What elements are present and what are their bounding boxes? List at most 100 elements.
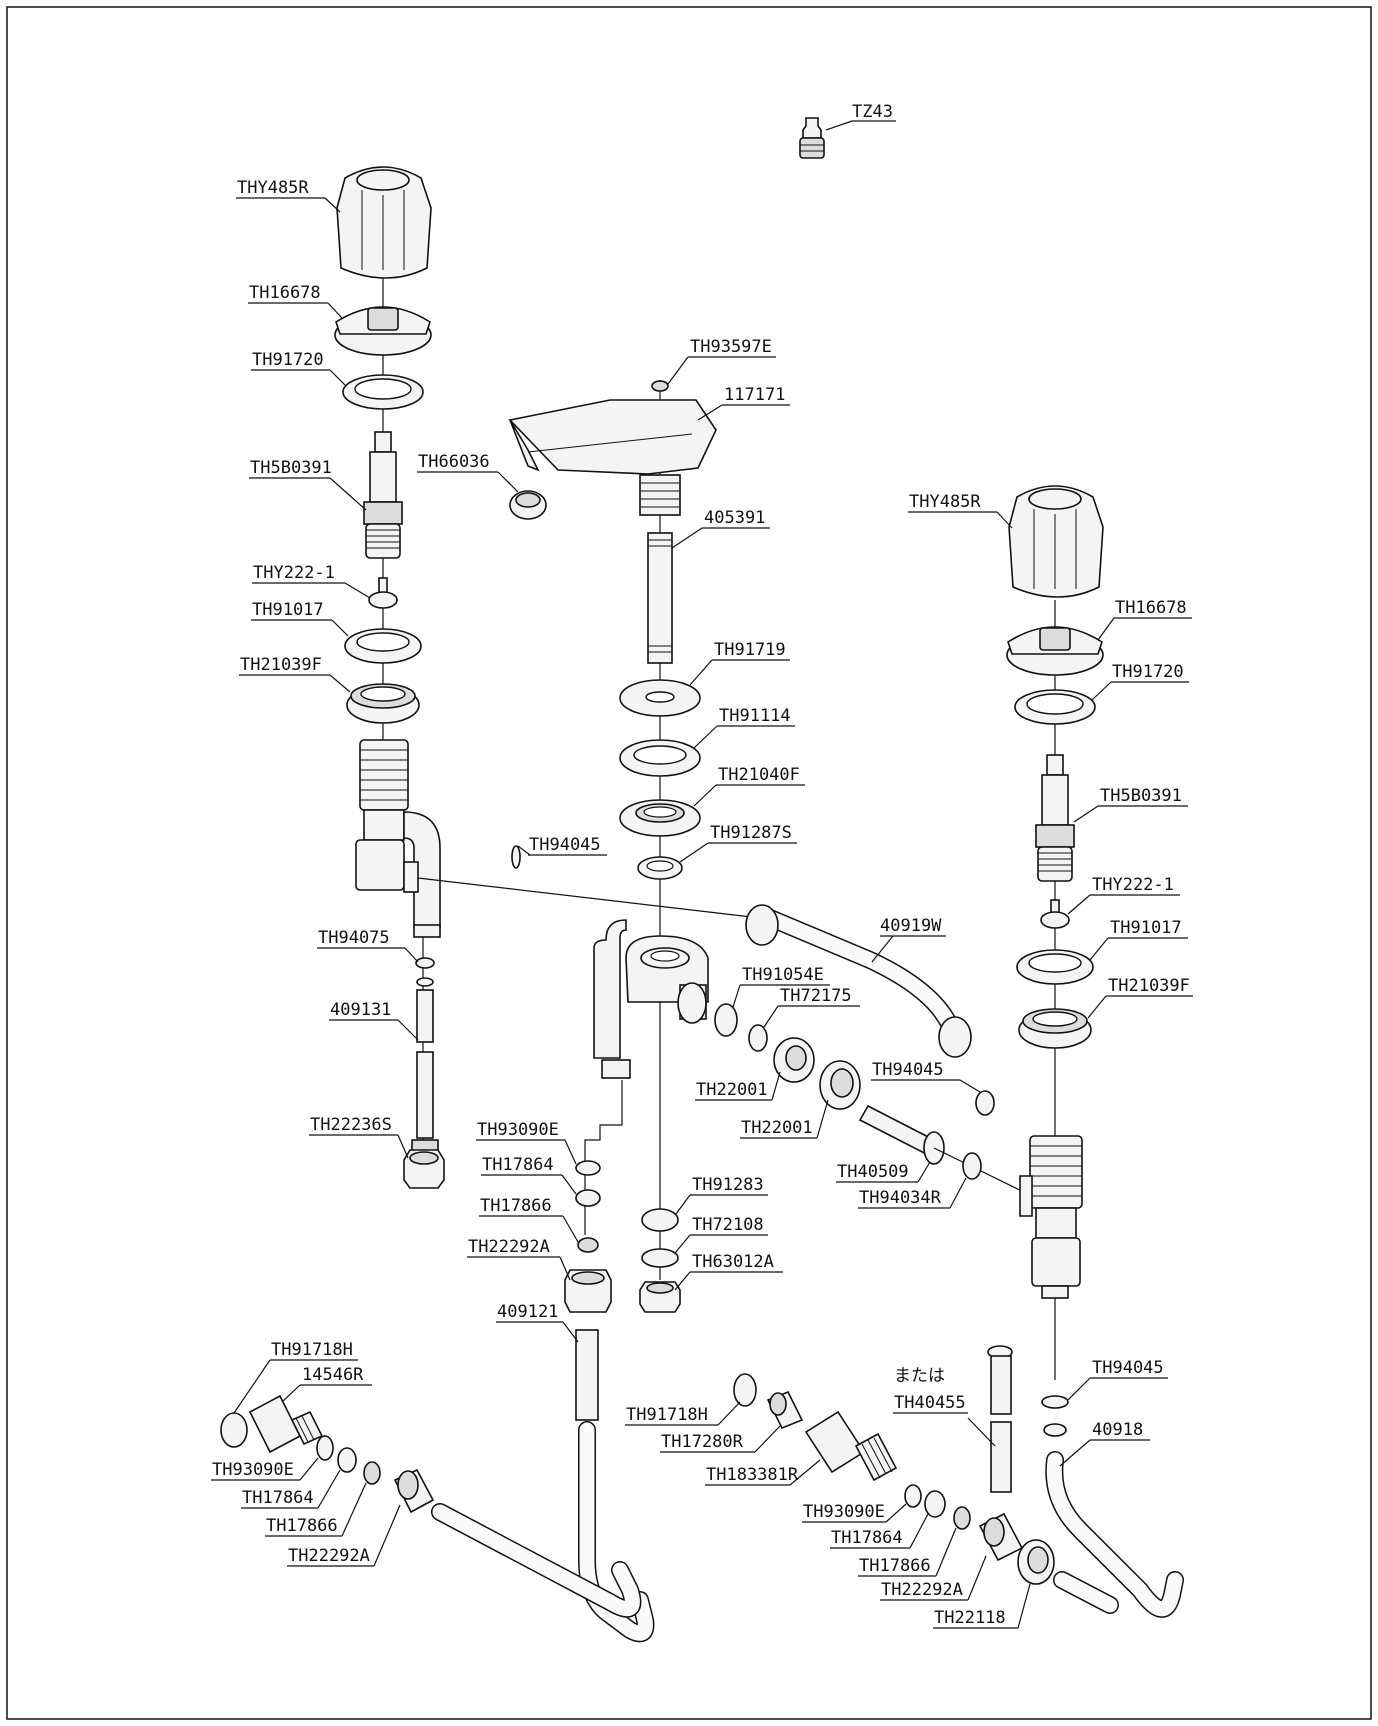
label-thy485r-right: THY485R: [909, 492, 981, 512]
label-thy222-1-left: THY222-1: [253, 563, 335, 583]
union-14546r: [248, 1394, 324, 1454]
ring-th17866-mid: [577, 1237, 599, 1253]
center-tee-body: [593, 919, 709, 1079]
label-th91720-right: TH91720: [1112, 662, 1184, 682]
label-th94045-b: TH94045: [872, 1060, 944, 1080]
cap-th93597e: [651, 380, 669, 392]
label-th22292a-mid: TH22292A: [468, 1237, 550, 1257]
pipe-405391: [647, 532, 673, 664]
oring-th94045-b: [975, 1090, 995, 1116]
ring-th91287s: [637, 856, 683, 880]
label-th94034r: TH94034R: [859, 1188, 942, 1208]
label-thy485r-left: THY485R: [237, 178, 309, 198]
bonnet-th16678-right: [1006, 626, 1104, 676]
bonnet-th16678-left: [334, 306, 432, 356]
label-th91719: TH91719: [714, 640, 786, 660]
label-th17864-left: TH17864: [242, 1488, 314, 1508]
label-th22292a-left: TH22292A: [288, 1546, 370, 1566]
label-th22001-a: TH22001: [696, 1080, 768, 1100]
nut-th22118: [1017, 1539, 1055, 1585]
label-th63012a: TH63012A: [692, 1252, 774, 1272]
label-th5b0391-right: TH5B0391: [1100, 786, 1182, 806]
label-th17866-left: TH17866: [266, 1516, 338, 1536]
label-th40509: TH40509: [837, 1162, 909, 1182]
washer-th72108: [641, 1248, 679, 1268]
ring-th91017-right: [1016, 949, 1094, 985]
pipe-409131: [411, 977, 439, 1153]
label-th22236s: TH22236S: [310, 1115, 392, 1135]
flange-nut-th21039f-right: [1018, 1008, 1092, 1049]
nut-th63012a: [639, 1281, 681, 1313]
label-th21040f: TH21040F: [718, 765, 800, 785]
nut-th22292a-left: [393, 1468, 435, 1514]
washer-th91718h-left: [220, 1412, 248, 1448]
ring-th91054e: [714, 1003, 738, 1037]
ring-th93090e-left: [316, 1435, 334, 1461]
label-th22292a-right: TH22292A: [881, 1580, 963, 1600]
label-th91017-right: TH91017: [1110, 918, 1182, 938]
oring-th94045-a: [511, 845, 521, 869]
label-th17866-mid: TH17866: [480, 1196, 552, 1216]
label-th93090e-right: TH93090E: [803, 1502, 885, 1522]
label-th17864-right: TH17864: [831, 1528, 903, 1548]
pipe-409121: [575, 1329, 655, 1643]
flange-th21040f: [619, 799, 701, 837]
handle-thy485r-right: [1008, 485, 1104, 598]
label-tz43: TZ43: [852, 102, 893, 122]
label-th91114: TH91114: [719, 706, 791, 726]
label-th91720-left: TH91720: [252, 350, 324, 370]
washer-th91719: [619, 679, 701, 717]
aerator-th66036: [509, 490, 547, 520]
label-thy222-1-right: THY222-1: [1092, 875, 1174, 895]
drawing-frame: [6, 6, 1372, 1720]
label-th72175: TH72175: [780, 986, 852, 1006]
label-th21039f-right: TH21039F: [1108, 976, 1190, 996]
label-th5b0391-left: TH5B0391: [250, 458, 332, 478]
ring-th17864-left: [337, 1447, 357, 1473]
ring-th17866-left: [363, 1461, 381, 1485]
label-th94075: TH94075: [318, 928, 390, 948]
ring-th91017-left: [344, 628, 422, 664]
ring-th17864-right: [924, 1490, 946, 1518]
oring-th72175: [748, 1024, 768, 1052]
tube-40918: [1043, 1423, 1184, 1618]
label-409131: 409131: [330, 1000, 391, 1020]
label-40918: 40918: [1092, 1420, 1143, 1440]
ring-th17866-right: [953, 1506, 971, 1530]
ring-th91720-right: [1014, 689, 1096, 725]
label-th66036: TH66036: [418, 452, 490, 472]
ring-th94034r: [962, 1152, 982, 1180]
sleeve-th17280r: [766, 1390, 804, 1430]
label-th93597e: TH93597E: [690, 337, 772, 357]
ring-th91720-left: [342, 374, 424, 410]
label-th72108: TH72108: [692, 1215, 764, 1235]
label-th93090e-mid: TH93090E: [477, 1120, 559, 1140]
ring-th91283: [641, 1208, 679, 1232]
cartridge-th5b0391-left: [363, 431, 403, 559]
label-th93090e-left: TH93090E: [212, 1460, 294, 1480]
label-th22001-b: TH22001: [741, 1118, 813, 1138]
ring-th17864-mid: [575, 1189, 601, 1207]
label-th94045-a: TH94045: [529, 835, 601, 855]
oring-th94045-c: [1041, 1395, 1069, 1409]
ring-th93090e-right: [904, 1484, 922, 1508]
label-14546r: 14546R: [302, 1365, 364, 1385]
label-40919w: 40919W: [880, 916, 942, 936]
flange-nut-th21039f-left: [346, 683, 420, 724]
label-409121: 409121: [497, 1302, 558, 1322]
nut-th22292a-mid: [564, 1269, 612, 1313]
label-th91718h-right: TH91718H: [626, 1405, 708, 1425]
label-405391: 405391: [704, 508, 765, 528]
ring-th94075: [415, 957, 435, 969]
tube-th40455: [987, 1345, 1013, 1493]
label-th16678-right: TH16678: [1115, 598, 1187, 618]
nut-th22001-a: [773, 1037, 815, 1083]
left-valve-body: [355, 739, 441, 938]
label-th183381r: TH183381R: [706, 1465, 799, 1485]
label-th17866-right: TH17866: [859, 1556, 931, 1576]
label-th91283: TH91283: [692, 1175, 764, 1195]
ring-th93090e-mid: [575, 1160, 601, 1176]
label-th94045-c: TH94045: [1092, 1358, 1164, 1378]
tube-40919w: [745, 904, 972, 1058]
